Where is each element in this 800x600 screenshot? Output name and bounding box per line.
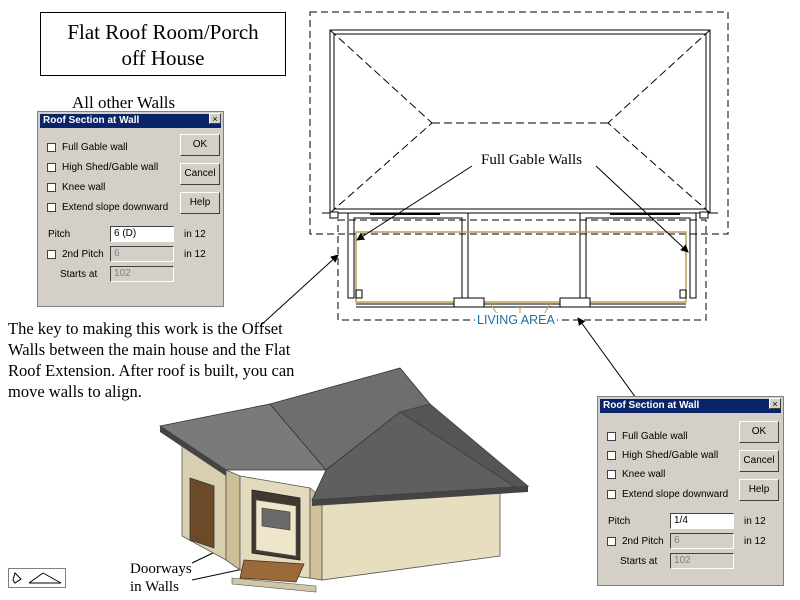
checkbox-extend-slope[interactable]: Extend slope downward <box>47 202 168 213</box>
roof-overhang-outline <box>309 11 729 235</box>
checkbox-2nd-pitch[interactable]: 2nd Pitch <box>47 249 104 260</box>
checkbox-high-shed[interactable]: High Shed/Gable wall <box>47 162 158 173</box>
arrow-gable-left <box>356 165 473 241</box>
checkbox-box[interactable] <box>607 432 616 441</box>
pitch2-input[interactable]: 6 <box>110 246 174 262</box>
slide-nav-icon[interactable] <box>9 569 65 587</box>
hip-line-ne <box>607 29 711 124</box>
starts-at-label: Starts at <box>60 269 98 280</box>
checkbox-2nd-pitch[interactable]: 2nd Pitch <box>607 536 664 547</box>
checkbox-box[interactable] <box>47 143 56 152</box>
pitch2-unit: in 12 <box>744 536 766 547</box>
checkbox-box[interactable] <box>607 470 616 479</box>
dialog-title-left: Roof Section at Wall <box>40 114 221 128</box>
ok-button[interactable]: OK <box>739 421 779 443</box>
checkbox-full-gable[interactable]: Full Gable wall <box>607 431 688 442</box>
full-gable-caption: Full Gable Walls <box>481 152 583 168</box>
pitch2-input[interactable]: 6 <box>670 533 734 549</box>
slide-nav-widget[interactable] <box>8 568 66 588</box>
cancel-button[interactable]: Cancel <box>739 450 779 472</box>
close-icon[interactable]: × <box>769 398 781 409</box>
checkbox-extend-slope[interactable]: Extend slope downward <box>607 489 728 500</box>
pitch-input[interactable]: 6 (D) <box>110 226 174 242</box>
checkbox-knee-wall[interactable]: Knee wall <box>607 469 665 480</box>
close-icon[interactable]: × <box>209 113 221 124</box>
doorway-right <box>559 297 591 308</box>
roof-section-dialog-right: Roof Section at Wall × Full Gable wall H… <box>597 396 784 586</box>
cancel-button[interactable]: Cancel <box>180 163 220 185</box>
dialog-title-right: Roof Section at Wall <box>600 399 781 413</box>
title-line-2: off House <box>121 46 205 70</box>
checkbox-box[interactable] <box>607 451 616 460</box>
doorways-caption: Doorways in Walls <box>130 561 192 595</box>
starts-at-label: Starts at <box>620 556 658 567</box>
extension-walls <box>355 231 687 303</box>
key-text: The key to making this work is the Offse… <box>8 319 295 401</box>
checkbox-knee-wall[interactable]: Knee wall <box>47 182 105 193</box>
checkbox-full-gable[interactable]: Full Gable wall <box>47 142 128 153</box>
checkbox-box[interactable] <box>607 490 616 499</box>
hip-line-nw <box>329 29 433 124</box>
pitch-unit: in 12 <box>744 516 766 527</box>
pitch-unit: in 12 <box>184 229 206 240</box>
arrow-gable-right <box>595 165 689 253</box>
doorway-left <box>453 297 485 308</box>
checkbox-box[interactable] <box>47 163 56 172</box>
pitch2-unit: in 12 <box>184 249 206 260</box>
all-walls-caption: All other Walls <box>72 93 176 112</box>
title-box: Flat Roof Room/Porch off House <box>40 12 286 76</box>
checkbox-box[interactable] <box>47 203 56 212</box>
arrow-dialog-to-wall <box>577 317 637 399</box>
help-button[interactable]: Help <box>739 479 779 501</box>
pitch-input[interactable]: 1/4 <box>670 513 734 529</box>
pitch-label: Pitch <box>48 229 71 240</box>
roof-edge-inner <box>333 33 707 210</box>
porch-floor <box>239 559 305 583</box>
roof-section-dialog-left: Roof Section at Wall × Full Gable wall H… <box>37 111 224 307</box>
left-door <box>189 477 215 549</box>
hip-line-sw <box>329 122 433 214</box>
arrow-key-to-offset <box>259 254 339 327</box>
starts-at-input[interactable]: 102 <box>670 553 734 569</box>
title-line-1: Flat Roof Room/Porch <box>67 20 259 44</box>
checkbox-box[interactable] <box>607 537 616 546</box>
help-button[interactable]: Help <box>180 192 220 214</box>
living-area-label: LIVING AREA <box>475 313 557 327</box>
ok-button[interactable]: OK <box>180 134 220 156</box>
pitch-label: Pitch <box>608 516 631 527</box>
checkbox-high-shed[interactable]: High Shed/Gable wall <box>607 450 718 461</box>
hip-line-se <box>607 122 711 214</box>
checkbox-box[interactable] <box>47 250 56 259</box>
starts-at-input[interactable]: 102 <box>110 266 174 282</box>
checkbox-box[interactable] <box>47 183 56 192</box>
